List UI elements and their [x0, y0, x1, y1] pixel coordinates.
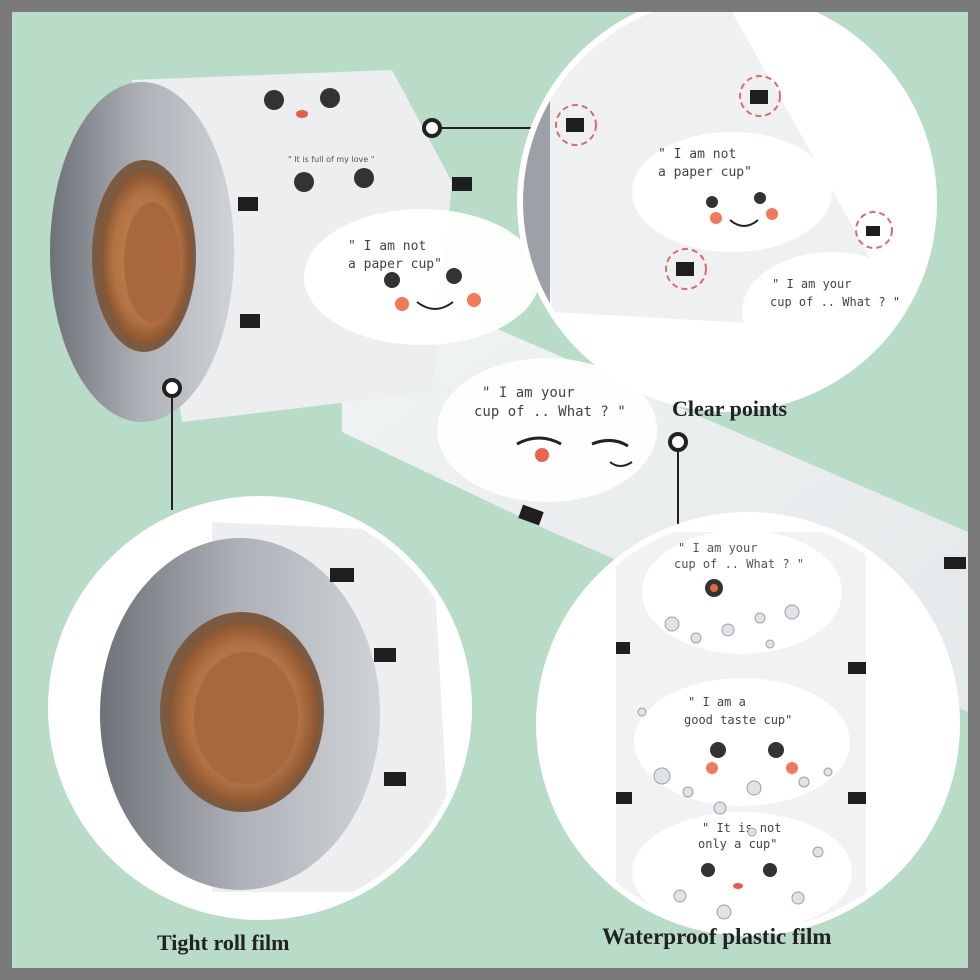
water-droplets	[637, 604, 833, 920]
product-image-frame: " I am your cup of .. What ? " " I am no…	[12, 12, 968, 968]
waterproof-inset: " I am your cup of .. What ? " " I am a …	[536, 512, 960, 936]
tight-roll-label: Tight roll film	[157, 930, 290, 955]
clear-point-highlight	[665, 248, 707, 290]
waterproof-label: Waterproof plastic film	[602, 924, 832, 949]
product-illustration: " I am your cup of .. What ? " " I am no…	[48, 12, 968, 936]
face-illustration	[384, 268, 481, 311]
main-roll: " I am not a paper cup" " It is full of …	[50, 70, 540, 422]
film-text-paper-cup-2: a paper cup"	[348, 257, 442, 272]
inset-text-only-cup-2: only a cup"	[698, 837, 777, 851]
callout-lines	[162, 118, 688, 524]
clear-points-label: Clear points	[672, 396, 788, 421]
inset-text-paper-cup-1: " I am not	[658, 147, 736, 162]
inset-text-your-cup-1: " I am your	[772, 277, 851, 291]
clear-points-inset: " I am not a paper cup" " I am your cup …	[517, 12, 937, 412]
clear-point-highlight	[855, 211, 893, 249]
inset-text-your-cup-1: " I am your	[678, 541, 757, 555]
film-text-paper-cup-1: " I am not	[348, 239, 426, 254]
inset-text-paper-cup-2: a paper cup"	[658, 165, 752, 180]
film-text-love: " It is full of my love "	[288, 155, 374, 164]
inset-text-your-cup-2: cup of .. What ? "	[770, 295, 900, 309]
inset-text-your-cup-2: cup of .. What ? "	[674, 557, 804, 571]
clear-point-highlight	[555, 104, 597, 146]
face-illustration	[264, 88, 374, 192]
tight-roll-inset	[48, 496, 472, 920]
face-illustration	[516, 436, 633, 467]
inset-text-good-taste-2: good taste cup"	[684, 713, 792, 727]
inset-text-good-taste-1: " I am a	[688, 695, 746, 709]
film-text-your-cup-2: cup of .. What ? "	[474, 404, 626, 420]
inset-text-only-cup-1: " It is not	[702, 821, 781, 835]
film-text-your-cup-1: " I am your	[482, 385, 575, 401]
clear-point-highlight	[739, 75, 781, 117]
